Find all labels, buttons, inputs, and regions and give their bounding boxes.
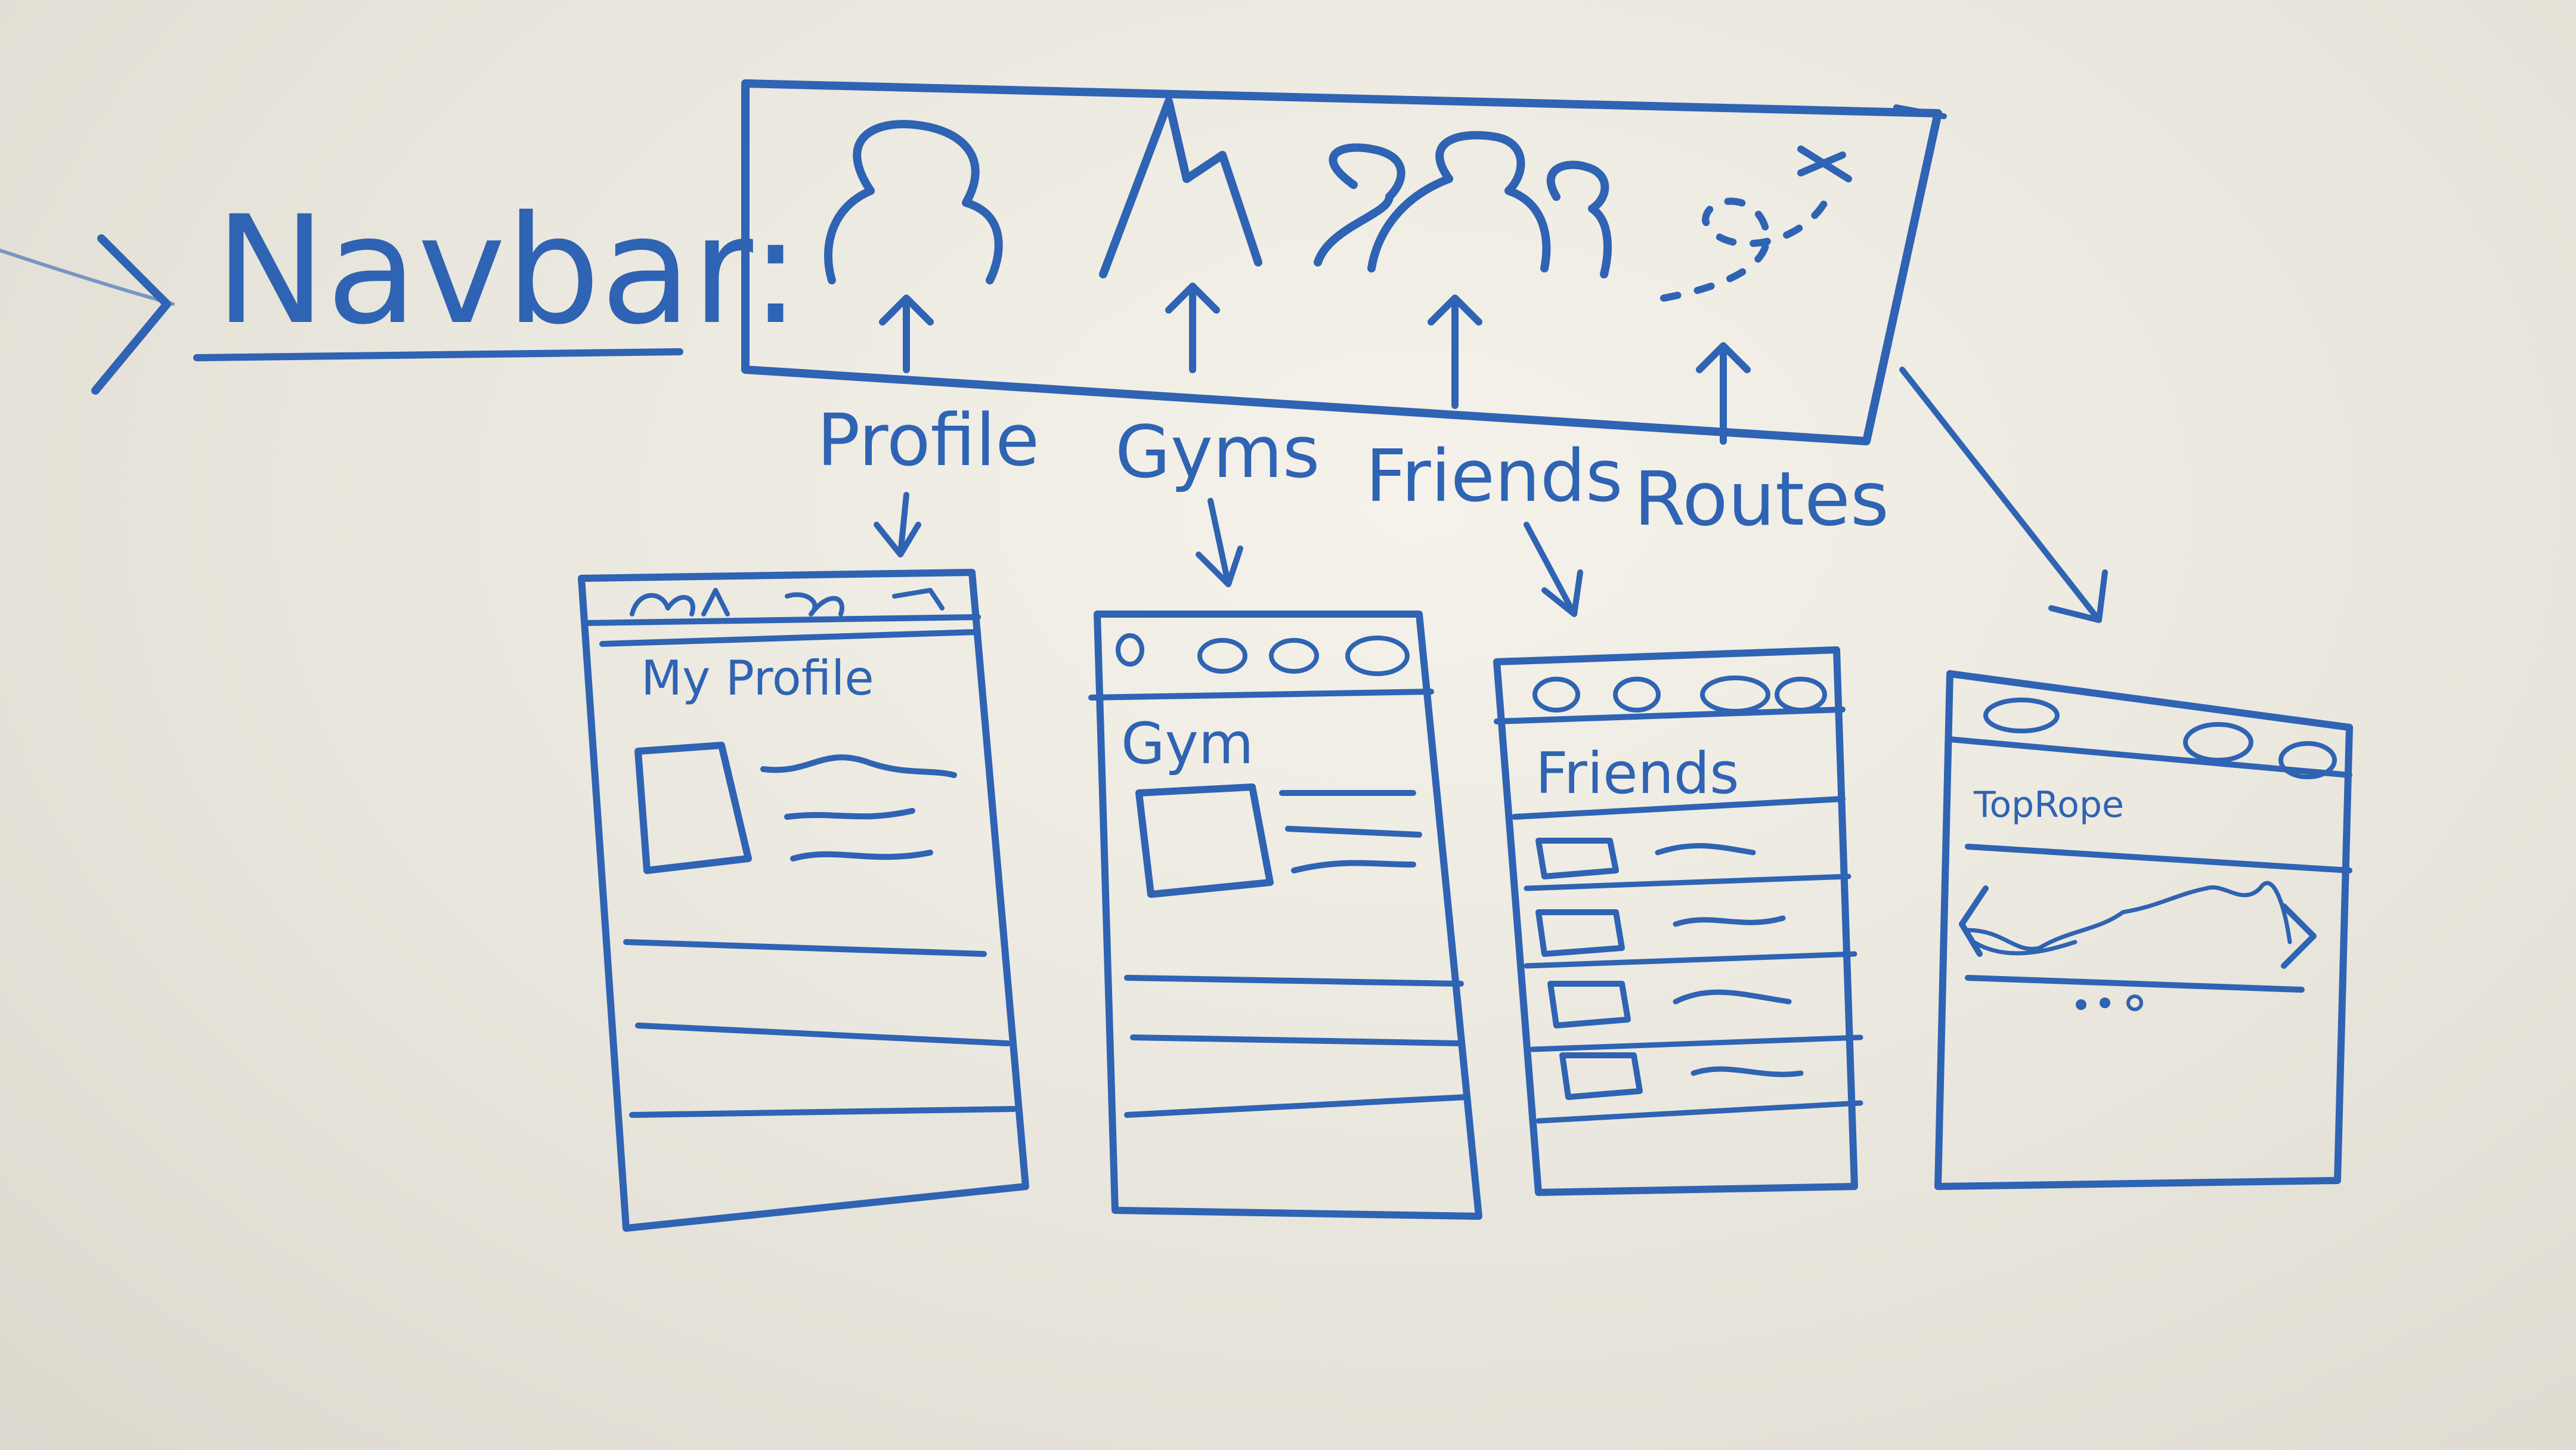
route-map-icon: [1660, 145, 1852, 302]
chevron-right-icon: [2281, 903, 2317, 969]
smudge-line: [0, 249, 175, 306]
profile-text-line: [760, 754, 957, 778]
label-profile: Profile: [817, 399, 1039, 482]
friends-mini-nav-dots: [1532, 676, 1827, 714]
arrow-down-profile: [874, 492, 921, 557]
gym-image-box: [1135, 783, 1274, 898]
routes-screen-sketch: TopRope: [1934, 670, 2353, 1190]
gym-screen-title: Gym: [1121, 711, 1253, 777]
friend-list-item: [1524, 909, 1857, 969]
carousel-pagination-dots: [2076, 994, 2143, 1011]
navbar-frame-overshoot: [1893, 104, 1947, 119]
gym-divider: [1124, 975, 1464, 987]
gym-divider: [1130, 1034, 1464, 1046]
profile-divider: [623, 939, 987, 957]
routes-header-line: [1965, 844, 2352, 873]
profile-avatar-box: [634, 742, 752, 874]
navbar-heading: Navbar:: [215, 184, 801, 357]
gym-text-line: [1285, 826, 1422, 838]
gym-screen-frame: [1094, 611, 1482, 1220]
label-gyms: Gyms: [1115, 411, 1320, 494]
label-friends: Friends: [1366, 435, 1623, 518]
profile-header-line: [599, 629, 981, 647]
arrow-down-gyms: [1196, 498, 1243, 587]
arrow-down-friends: [1524, 522, 1583, 617]
profile-divider: [635, 1023, 1011, 1046]
profile-screen-title: My Profile: [641, 650, 874, 706]
profile-navbar-line: [581, 614, 981, 626]
heading-underline: [193, 348, 683, 361]
friends-screen-frame: [1493, 646, 1858, 1196]
gym-navbar-line: [1088, 689, 1434, 701]
arrow-up-gyms: [1165, 283, 1220, 373]
group-icon: [1314, 131, 1612, 278]
navbar-heading-group: Navbar:: [91, 184, 801, 395]
friend-list-item: [1535, 1052, 1863, 1124]
route-photo-detail: [1971, 940, 2077, 956]
arrow-up-profile: [879, 295, 934, 373]
arrow-up-routes: [1696, 342, 1751, 445]
gym-divider: [1124, 1094, 1470, 1118]
gym-text-line: [1291, 860, 1416, 873]
friends-navbar-line: [1494, 707, 1846, 724]
friends-screen-title: Friends: [1535, 741, 1739, 807]
profile-mini-nav-icons: [630, 588, 945, 616]
mountain-icon: [1099, 97, 1262, 278]
arrow-down-routes: [1899, 367, 2108, 623]
profile-divider: [629, 1106, 1017, 1118]
label-routes: Routes: [1634, 456, 1889, 543]
profile-screen-frame: [578, 569, 1029, 1232]
route-photo-ridge: [1965, 881, 2292, 951]
friend-list-item: [1524, 838, 1852, 891]
carousel-bottom-line: [1965, 975, 2305, 993]
friends-header-line: [1512, 796, 1846, 820]
routes-screen-frame: [1934, 670, 2353, 1190]
person-icon: [823, 120, 1003, 284]
profile-text-line: [790, 850, 933, 862]
profile-screen-sketch: My Profile: [578, 569, 1029, 1232]
navbar-sketch: [741, 79, 1947, 445]
pointer-arrow: [91, 234, 171, 395]
arrow-up-friends: [1428, 295, 1482, 409]
profile-text-line: [784, 808, 915, 820]
gym-mini-nav-dots: [1116, 633, 1410, 676]
navbar-frame: [741, 79, 1942, 445]
gym-screen-sketch: Gym: [1088, 611, 1482, 1220]
friends-screen-sketch: Friends: [1493, 646, 1863, 1196]
routes-screen-title: TopRope: [1973, 784, 2124, 826]
friend-list-item: [1530, 981, 1863, 1052]
routes-mini-nav-dots: [1983, 698, 2337, 779]
